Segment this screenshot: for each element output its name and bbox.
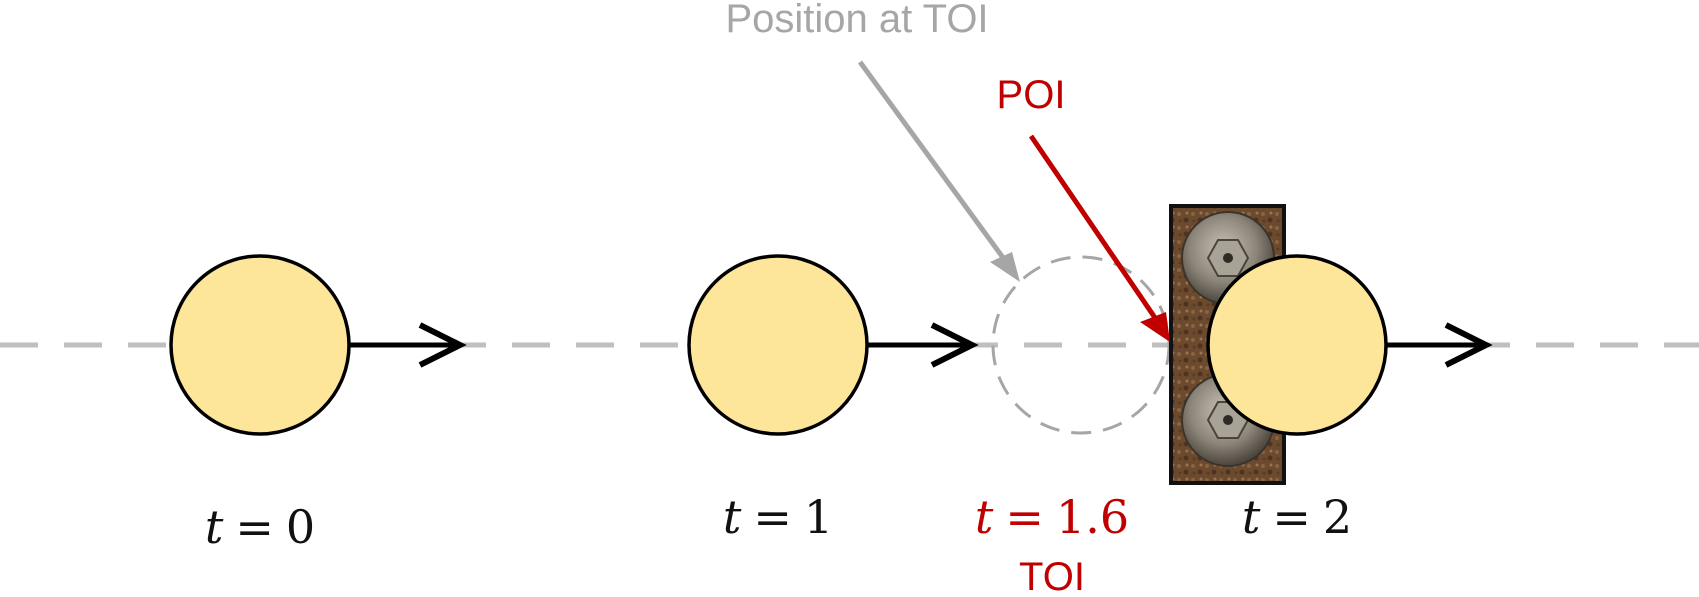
position-at-toi-label: Position at TOI bbox=[725, 0, 988, 41]
position-at-toi-callout: Position at TOI bbox=[725, 0, 1020, 282]
time-label-t0: t=0 bbox=[205, 500, 315, 554]
ghost-ball-toi bbox=[991, 255, 1171, 435]
time-label-t1: t=1 bbox=[723, 490, 833, 544]
time-label-t2: t=2 bbox=[1242, 490, 1352, 544]
velocity-arrow-icon bbox=[867, 322, 979, 368]
ball-t0 bbox=[169, 254, 467, 436]
poi-callout: POI bbox=[997, 73, 1170, 342]
velocity-arrow-icon bbox=[349, 322, 467, 368]
ball-icon bbox=[1206, 254, 1388, 436]
ball-icon bbox=[169, 254, 351, 436]
time-label-toi: t=1.6 bbox=[975, 490, 1129, 544]
poi-arrow bbox=[1028, 134, 1165, 330]
ball-icon bbox=[687, 254, 869, 436]
poi-label: POI bbox=[997, 73, 1066, 117]
velocity-arrow-icon bbox=[1386, 322, 1493, 368]
ball-t1 bbox=[687, 254, 979, 436]
toi-label: TOI bbox=[1019, 555, 1085, 597]
ball-t2 bbox=[1206, 254, 1493, 436]
position-at-toi-arrow bbox=[857, 60, 1015, 272]
